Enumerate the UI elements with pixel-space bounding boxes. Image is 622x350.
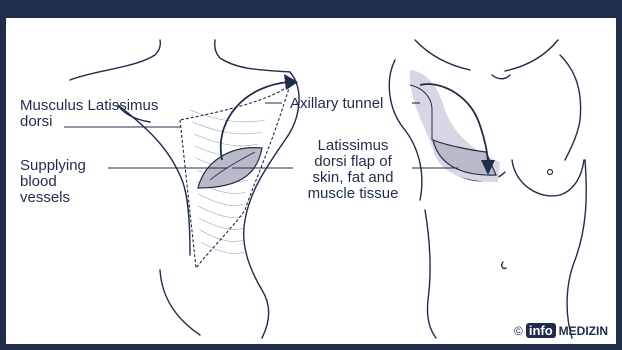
right-breast: [512, 160, 584, 196]
label-musculus-line1: Musculus Latissimus: [20, 98, 158, 114]
label-supplying-line3: vessels: [20, 190, 86, 206]
label-musculus-line2: dorsi: [20, 114, 158, 130]
right-neck-right: [505, 40, 558, 71]
right-shoulder-right: [560, 55, 581, 160]
right-neck-left: [415, 40, 470, 70]
label-supplying-line2: blood: [20, 174, 86, 190]
label-axillary: Axillary tunnel: [290, 96, 383, 112]
right-collar: [492, 75, 510, 79]
right-waist-left: [425, 210, 436, 338]
left-spine-lower: [160, 270, 200, 335]
back-arrowhead: [284, 74, 298, 90]
brand-name: MEDIZIN: [559, 324, 608, 338]
label-flap: Latissimus dorsi flap of skin, fat and m…: [292, 138, 414, 202]
label-flap-line1: Latissimus: [292, 138, 414, 154]
navel: [502, 262, 506, 269]
left-shoulder-right: [215, 40, 290, 72]
label-flap-line2: dorsi flap of: [292, 154, 414, 170]
label-flap-line3: skin, fat and: [292, 170, 414, 186]
label-flap-line4: muscle tissue: [292, 186, 414, 202]
right-nipple: [548, 170, 553, 175]
credit: © info MEDIZIN: [514, 323, 608, 338]
copyright-symbol: ©: [514, 324, 523, 338]
label-supplying-line1: Supplying: [20, 158, 86, 174]
brand-logo: info: [526, 323, 556, 338]
left-shoulder-left: [70, 40, 160, 80]
label-musculus: Musculus Latissimus dorsi: [20, 98, 158, 130]
label-supplying: Supplying blood vessels: [20, 158, 86, 206]
right-waist-right: [567, 160, 586, 338]
